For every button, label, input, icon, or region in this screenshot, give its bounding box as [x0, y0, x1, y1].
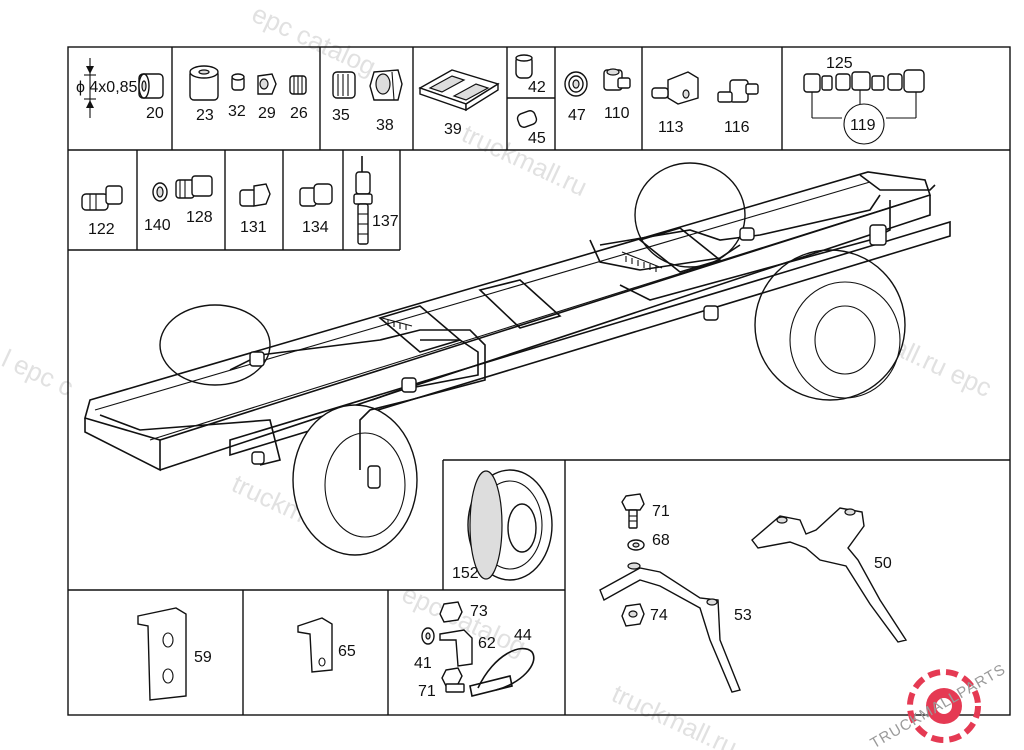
part-label-134: 134 — [302, 219, 329, 236]
part-42-sleeve — [515, 54, 533, 79]
outer-frame — [67, 46, 1011, 716]
part-label-42: 42 — [528, 79, 546, 96]
part-35-ribbed-nut — [332, 71, 356, 99]
part-23-sleeve — [189, 65, 219, 101]
part-label-152: 152 — [452, 565, 479, 582]
part-116-fitting — [717, 79, 759, 103]
part-131-plug — [239, 183, 271, 207]
part-119-assembly — [803, 69, 925, 145]
part-68-washer — [627, 539, 645, 551]
part-73-nut — [439, 601, 463, 623]
part-label-140: 140 — [144, 217, 171, 234]
part-113-tee — [651, 71, 699, 105]
part-label-131: 131 — [240, 219, 267, 236]
part-122-connector — [81, 185, 123, 211]
part-label-116: 116 — [724, 119, 750, 136]
part-110-elbow — [603, 68, 631, 91]
bottom-grid — [68, 459, 1010, 715]
part-label-68: 68 — [652, 532, 670, 549]
chassis-drawing — [84, 162, 951, 556]
part-152-roll — [467, 469, 553, 581]
part-label-137: 137 — [372, 213, 399, 230]
part-label-47: 47 — [568, 107, 586, 124]
watermark-text: truckmall.ru — [457, 118, 591, 202]
part-label-122: 122 — [88, 221, 115, 238]
part-20-tube — [84, 58, 164, 118]
part-label-32: 32 — [228, 103, 246, 120]
part-29-nut — [257, 73, 277, 95]
part-62-clamp — [439, 629, 473, 667]
truckmall-logo: TRUCKMALLPARTS — [867, 661, 1008, 750]
part-label-62: 62 — [478, 635, 496, 652]
part-41-washer — [421, 627, 435, 645]
part-50-bracket — [751, 507, 908, 643]
part-label-71-small: 71 — [418, 683, 436, 700]
part-label-45: 45 — [528, 130, 546, 147]
part-label-74: 74 — [650, 607, 668, 624]
part-134-plug — [299, 183, 333, 207]
part-140-washer — [152, 182, 168, 202]
part-label-71: 71 — [652, 503, 670, 520]
part-39-pad — [418, 69, 500, 112]
part-26-fitting — [289, 75, 307, 95]
part-32-ring — [231, 73, 245, 91]
part-74-nut — [621, 603, 645, 627]
part-label-59: 59 — [194, 649, 212, 666]
watermark-text: truckmall.ru — [607, 678, 741, 750]
part-128-nipple — [175, 175, 213, 199]
watermark-text: l epc c — [0, 343, 78, 402]
part-label-29: 29 — [258, 105, 276, 122]
part-137-sensor — [353, 156, 373, 245]
part-label-26: 26 — [290, 105, 308, 122]
part-label-73: 73 — [470, 603, 488, 620]
part-label-110: 110 — [604, 105, 630, 122]
part-label-35: 35 — [332, 107, 350, 124]
part-65-bracket — [297, 617, 333, 673]
part-label-113: 113 — [658, 119, 684, 136]
part-38-union — [369, 69, 403, 101]
part-label-41: 41 — [414, 655, 432, 672]
part-label-50: 50 — [874, 555, 892, 572]
part-label-44: 44 — [514, 627, 532, 644]
part-label-119: 119 — [850, 117, 876, 134]
part-71-bolt-small — [441, 667, 465, 693]
watermark-text: epc catalog — [247, 0, 380, 82]
part-label-53: 53 — [734, 607, 752, 624]
part-label-39: 39 — [444, 121, 462, 138]
part-label-125: 125 — [826, 55, 853, 72]
part-45-sleeve — [516, 110, 538, 128]
part-label-23: 23 — [196, 107, 214, 124]
part-53-bracket — [599, 562, 741, 693]
part-label-20: 20 — [146, 105, 164, 122]
part-71-bolt — [621, 493, 645, 529]
part-59-bracket — [137, 607, 187, 701]
dimension-label: ϕ 4x0,85 — [76, 79, 138, 96]
part-44-cable-tie — [469, 647, 535, 697]
top-row-grid — [68, 47, 1010, 151]
second-row-grid — [68, 150, 401, 251]
part-label-128: 128 — [186, 209, 213, 226]
part-label-38: 38 — [376, 117, 394, 134]
part-label-65: 65 — [338, 643, 356, 660]
part-47-grommet — [564, 71, 588, 97]
